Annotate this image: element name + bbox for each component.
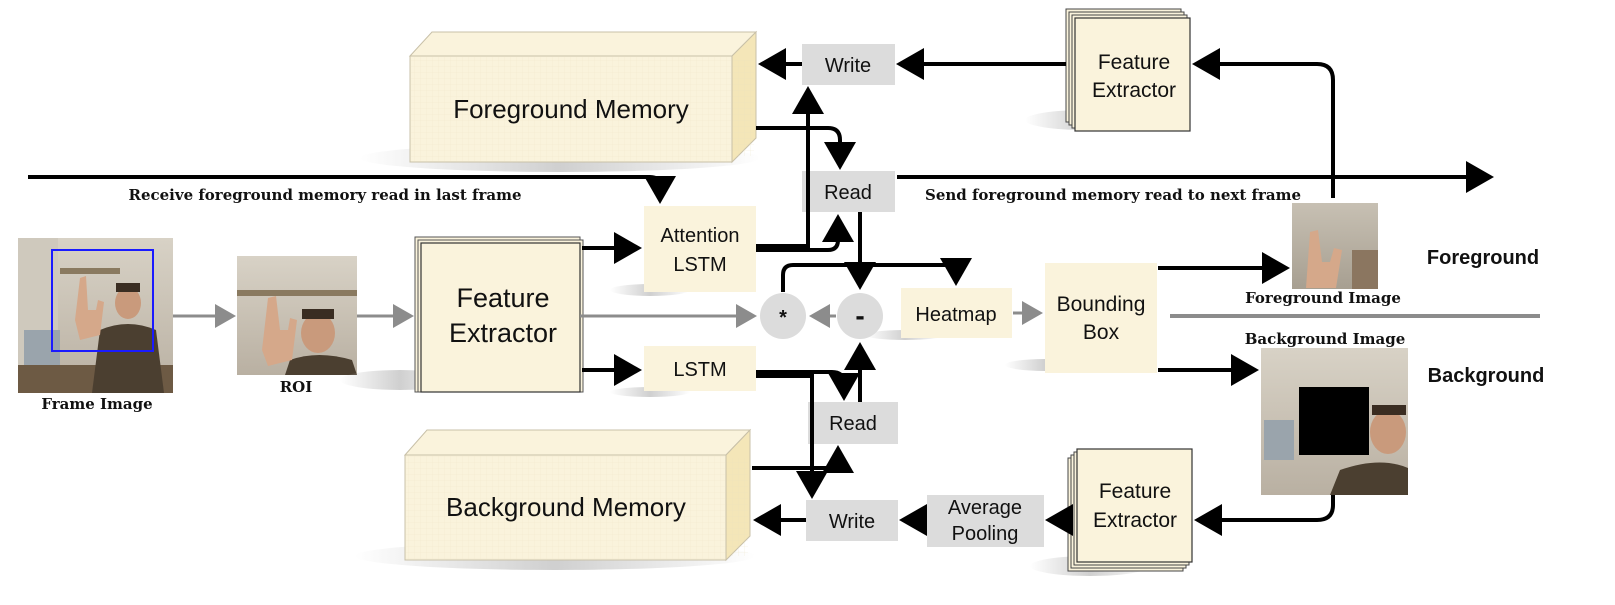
background-image-label: Background Image — [1245, 330, 1405, 348]
multiply-operator: * — [760, 293, 806, 339]
background-image — [1261, 348, 1408, 495]
attention-lstm-line1: Attention — [661, 225, 740, 247]
foreground-memory-label: Foreground Memory — [453, 94, 689, 124]
write-bottom-label: Write — [829, 511, 875, 533]
heatmap-label: Heatmap — [915, 304, 996, 326]
heatmap-box: Heatmap — [865, 288, 1012, 340]
feature-extractor-main: Feature Extractor — [340, 236, 584, 393]
feature-extractor-bottom: Feature Extractor — [1030, 448, 1193, 576]
read-top-box: Read — [802, 171, 895, 212]
send-caption: Send foreground memory read to next fram… — [925, 186, 1301, 204]
roi-image — [237, 256, 357, 375]
average-pooling-line2: Pooling — [952, 523, 1019, 545]
write-bottom-box: Write — [806, 500, 898, 541]
average-pooling-line1: Average — [948, 497, 1022, 519]
read-top-label: Read — [824, 182, 872, 204]
attention-lstm-line2: LSTM — [673, 254, 726, 276]
lstm-label: LSTM — [673, 359, 726, 381]
foreground-side-label: Foreground — [1427, 247, 1539, 269]
foreground-image — [1292, 203, 1378, 289]
foreground-memory: Foreground Memory — [360, 30, 760, 172]
roi-box — [51, 249, 154, 352]
read-bottom-label: Read — [829, 413, 877, 435]
roi-label: ROI — [280, 378, 313, 396]
feature-extractor-top-line1: Feature — [1098, 51, 1170, 74]
minus-symbol: - — [855, 300, 864, 331]
bounding-box-box: Bounding Box — [1005, 263, 1157, 373]
black-arrows — [28, 48, 1494, 536]
feature-extractor-bottom-line2: Extractor — [1093, 509, 1177, 532]
frame-image-label: Frame Image — [41, 395, 152, 413]
bounding-box-line1: Bounding — [1057, 293, 1146, 316]
background-side-label: Background — [1428, 365, 1545, 387]
background-memory-label: Background Memory — [446, 492, 686, 522]
frame-image — [18, 238, 173, 393]
multiply-symbol: * — [779, 307, 787, 329]
subtract-operator: - — [837, 293, 883, 339]
background-memory: Background Memory — [355, 428, 755, 570]
feature-extractor-top-line2: Extractor — [1092, 79, 1176, 102]
write-top-label: Write — [825, 55, 871, 77]
read-bottom-box: Read — [808, 402, 898, 444]
feature-extractor-bottom-line1: Feature — [1099, 480, 1171, 503]
foreground-image-label: Foreground Image — [1245, 289, 1401, 307]
gray-arrows — [173, 301, 1540, 328]
write-top-box: Write — [802, 44, 895, 85]
average-pooling-box: Average Pooling — [927, 495, 1044, 547]
bounding-box-line2: Box — [1083, 321, 1120, 344]
receive-caption: Receive foreground memory read in last f… — [128, 186, 521, 204]
attention-lstm-box: Attention LSTM — [610, 206, 756, 296]
feature-extractor-main-line2: Extractor — [449, 318, 557, 348]
feature-extractor-top: Feature Extractor — [1025, 8, 1191, 132]
feature-extractor-main-line1: Feature — [456, 283, 549, 313]
lstm-box: LSTM — [610, 346, 756, 397]
